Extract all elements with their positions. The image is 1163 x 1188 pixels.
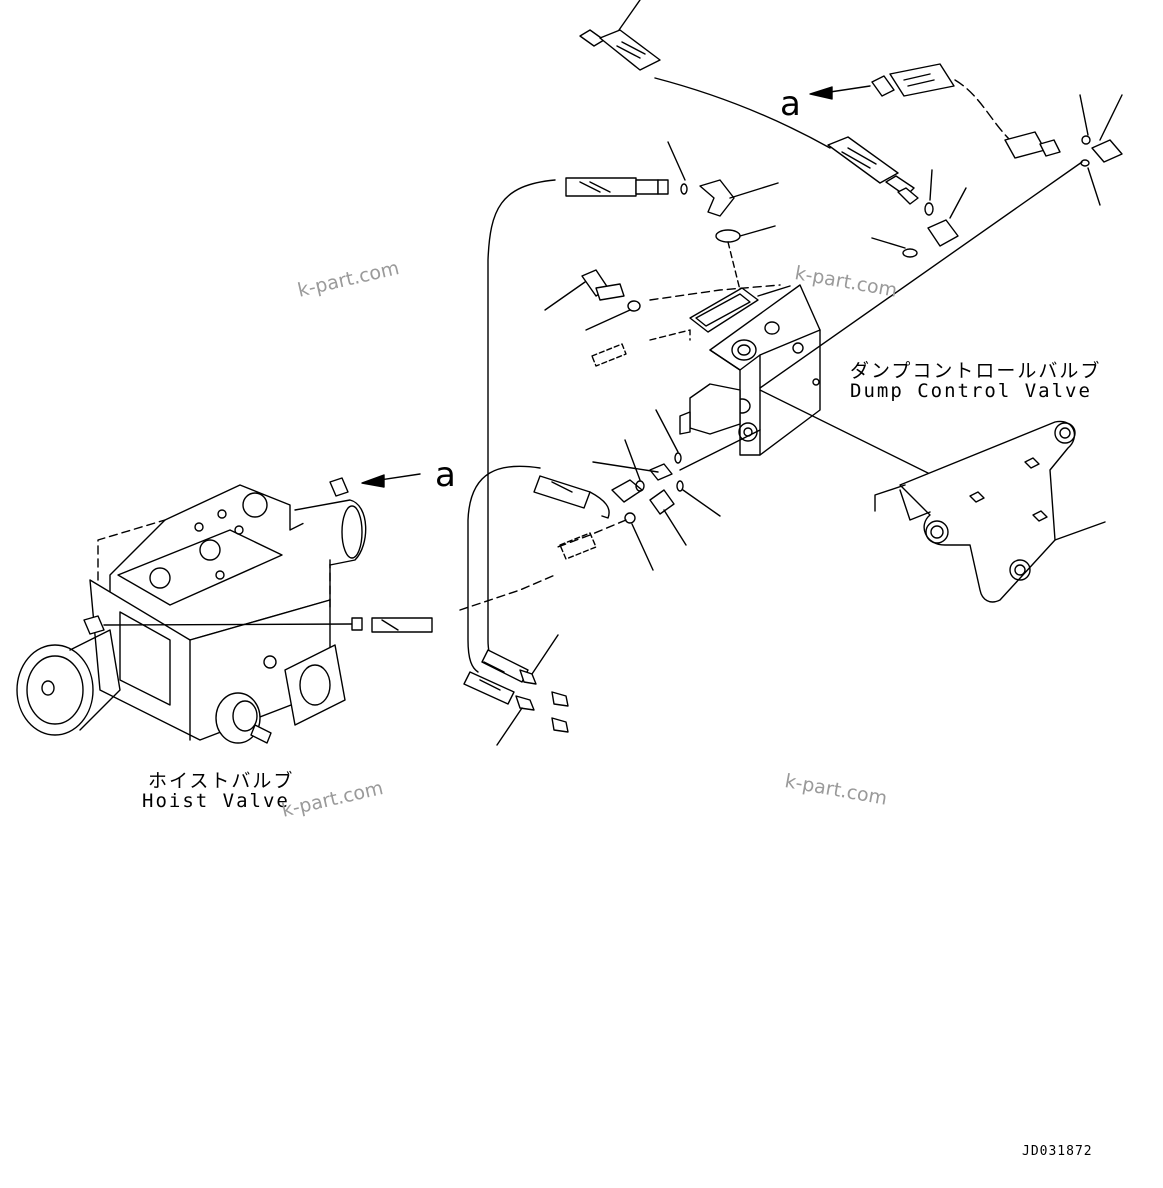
middle-fittings	[459, 409, 761, 673]
dump-valve-label-en: Dump Control Valve	[850, 380, 1092, 402]
arrow-a-left-label: a	[435, 455, 456, 495]
arrow-a-top	[809, 85, 871, 100]
mounting-bracket	[874, 420, 1106, 603]
upper-right-hose	[871, 63, 1123, 206]
hoist-valve	[16, 473, 433, 744]
upper-hose	[579, 0, 919, 205]
arrow-a-top-label: a	[780, 84, 801, 124]
hoist-valve-label-jp: ホイストバルブ	[148, 770, 295, 792]
hoist-valve-label-en: Hoist Valve	[142, 790, 290, 812]
dump-valve-label-jp: ダンプコントロールバルブ	[850, 360, 1102, 382]
bolt-washer	[544, 269, 641, 367]
elbow-fittings	[487, 141, 967, 676]
drawing-code: JD031872	[1022, 1144, 1093, 1159]
dump-control-valve	[649, 284, 821, 456]
lower-fittings	[463, 634, 569, 746]
